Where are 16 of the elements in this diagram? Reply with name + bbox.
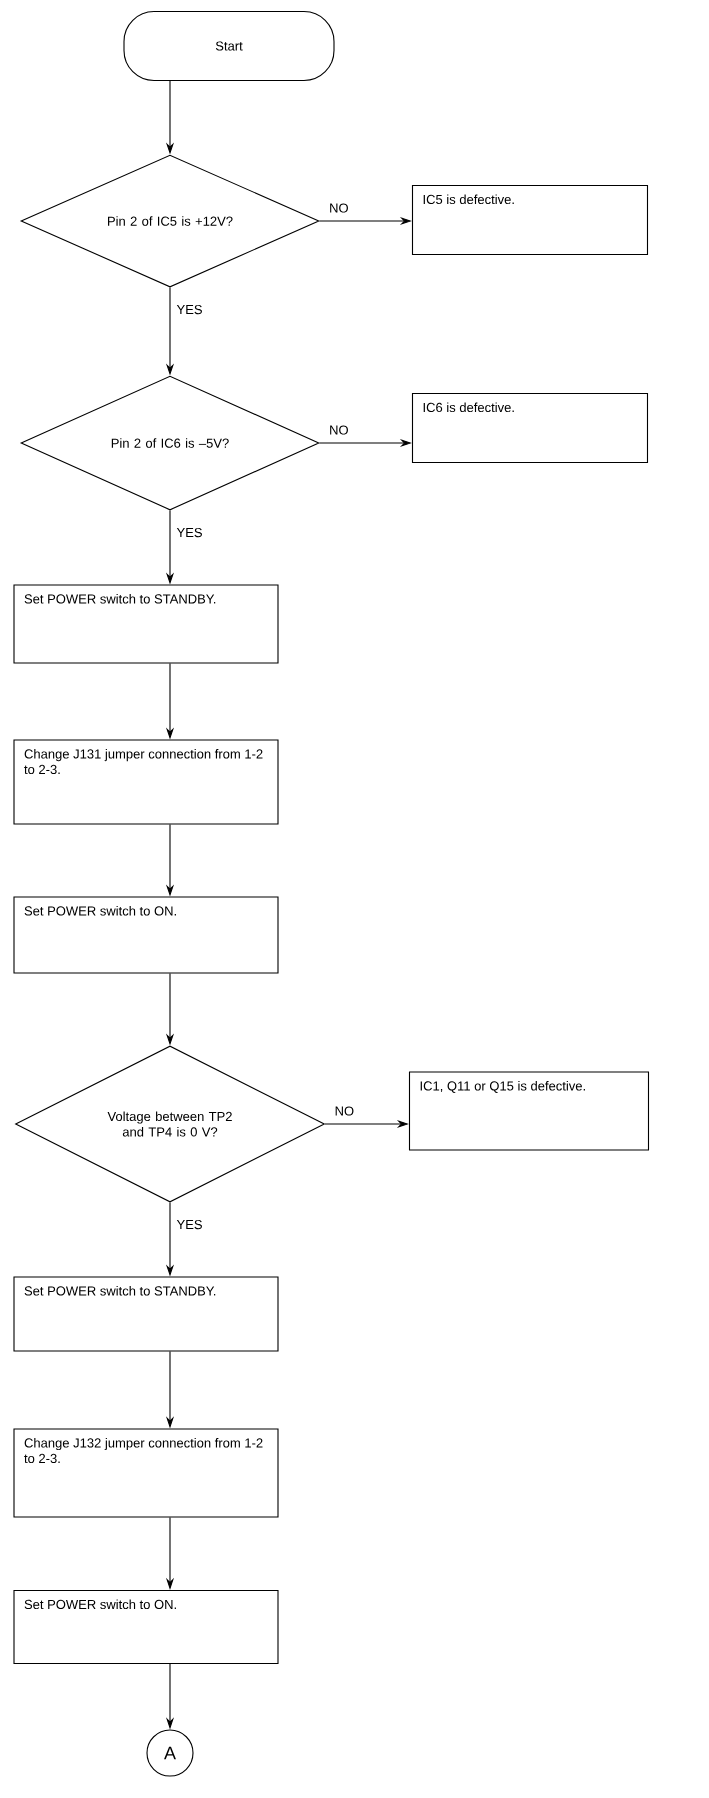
- process-box: Set POWER switch to ON.: [13, 1589, 279, 1665]
- process-box: Set POWER switch to STANDBY.: [13, 584, 279, 664]
- edge-label: NO: [333, 1105, 356, 1117]
- edge-label: NO: [328, 202, 350, 214]
- edge-label: YES: [175, 1218, 204, 1231]
- edge-label: NO: [328, 424, 350, 436]
- process-box: Set POWER switch to STANDBY.: [13, 1276, 279, 1352]
- process-box: Change J132 jumper connection from 1-2 to 2-3.: [13, 1428, 279, 1518]
- process-box: IC5 is defective.: [411, 184, 649, 256]
- edge-label: YES: [175, 303, 204, 316]
- process-box: IC6 is defective.: [411, 392, 649, 464]
- edge-label: YES: [175, 526, 204, 539]
- process-box: Change J131 jumper connection from 1-2 to 2-3.: [13, 739, 279, 825]
- terminal-box: Start: [123, 10, 335, 82]
- process-box: IC1, Q11 or Q15 is defective.: [408, 1071, 650, 1151]
- process-box: Set POWER switch to ON.: [13, 896, 279, 974]
